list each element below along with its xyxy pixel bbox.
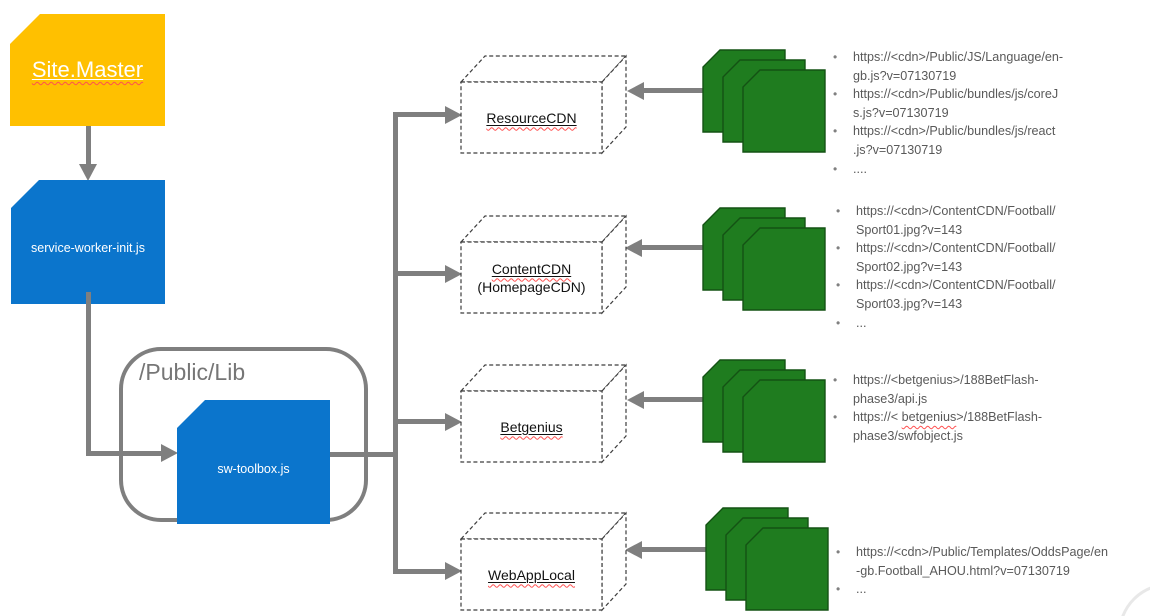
url-text: ... [856,582,867,597]
bullet-icon: • [833,373,838,387]
arrowhead-cache-resourcecdn [627,82,644,100]
site-master-label: Site.Master [31,57,144,82]
arrowhead-into-toolbox [161,444,178,462]
cache-file-card [742,227,826,311]
service-worker-init-label: service-worker-init.js [31,241,145,255]
url-list-item: • https://<cdn>/ContentCDN/Football/Sport… [836,202,1116,239]
connector-site-to-sw [86,126,91,166]
connector-cache-resourcecdn [643,88,716,93]
bullet-icon: • [836,241,841,256]
webapplocal-label: WebAppLocal [488,566,575,583]
url-list-item: • https://< betgenius>/188BetFlash-phase3… [833,408,1113,445]
connector-cache-webapplocal [641,547,716,552]
url-list-item: • https://<cdn>/Public/JS/Language/en-gb.… [833,48,1113,85]
service-worker-init-card: service-worker-init.js [11,180,165,304]
bullet-icon: • [836,582,841,597]
bullet-icon: • [833,87,838,102]
connector-branch-webapplocal [395,569,447,574]
connector-branch-contentcdn [395,271,447,276]
bullet-icon: • [833,124,838,139]
cache-file-card [742,379,826,463]
bullet-icon: • [833,50,838,64]
cache-stack-betgenius [702,359,826,463]
url-list-item: •... [836,314,1116,333]
connector-toolbox-out [330,452,396,457]
arrowhead-webapplocal [445,562,462,580]
cube-front-face [460,538,603,611]
contentcdn-box [460,214,628,315]
cube-front-face [460,81,603,154]
cube-top-face [460,215,628,243]
url-text: https://<betgenius>/188BetFlash-phase3/a… [853,373,1039,406]
arrowhead-cache-contentcdn [625,239,642,257]
url-text: https://<cdn>/Public/JS/Language/en-gb.j… [853,50,1064,83]
contentcdn-url-list: • https://<cdn>/ContentCDN/Football/Sport… [836,202,1116,332]
site-master-card: Site.Master [10,14,165,126]
url-text: ... [856,315,867,330]
cache-file-card [745,527,829,611]
url-text: https://<cdn>/ContentCDN/Football/Sport0… [856,241,1056,274]
connector-sw-right [86,451,162,456]
cube-top-face [460,55,628,83]
arrowhead-betgenius [445,413,462,431]
connector-cache-contentcdn [641,245,716,250]
cube-top-face [460,364,628,392]
betgenius-url-list: • https://<betgenius>/188BetFlash-phase3/… [833,371,1113,445]
public-lib-label: /Public/Lib [139,359,246,385]
resourcecdn-url-list: • https://<cdn>/Public/JS/Language/en-gb.… [833,48,1113,178]
bullet-icon: • [836,545,841,559]
misspelled-word: betgenius [901,410,957,425]
connector-spine [393,112,398,574]
connector-branch-resourcecdn [395,112,447,117]
url-text: https://<cdn>/ContentCDN/Football/Sport0… [856,278,1056,311]
cache-stack-resourcecdn [702,49,826,153]
arrowhead-site-to-sw [79,164,97,181]
bullet-icon: • [836,278,841,293]
sw-toolbox-card: sw-toolbox.js [177,400,330,524]
sw-toolbox-label: sw-toolbox.js [217,462,290,476]
webapplocal-url-list: • https://<cdn>/Public/Templates/OddsPage… [836,543,1150,599]
resourcecdn-box [460,54,628,155]
contentcdn-label: ContentCDN (HomepageCDN) [477,260,586,295]
url-text: https://< betgenius>/188BetFlash-phase3/… [853,410,1043,443]
connector-sw-down [86,292,91,456]
url-list-item: • https://<cdn>/Public/Templates/OddsPage… [836,543,1150,580]
url-list-item: •... [836,580,1150,599]
url-list-item: • https://<cdn>/Public/bundles/js/react.j… [833,122,1113,159]
cube-front-face [460,241,603,314]
cube-top-face [460,512,628,540]
bullet-icon: • [836,315,841,330]
webapplocal-box [460,511,628,612]
url-text: .... [853,161,867,176]
bullet-icon: • [836,204,841,218]
url-list-item: • https://<cdn>/ContentCDN/Football/Sport… [836,276,1116,313]
cache-stack-contentcdn [702,207,826,311]
betgenius-box [460,363,628,464]
url-list-item: • https://<betgenius>/188BetFlash-phase3/… [833,371,1113,408]
arrowhead-contentcdn [445,265,462,283]
arrowhead-resourcecdn [445,106,462,124]
url-text: https://<cdn>/ContentCDN/Football/Sport0… [856,204,1056,237]
arrowhead-cache-webapplocal [625,541,642,559]
bullet-icon: • [833,161,838,176]
connector-cache-betgenius [643,397,716,402]
url-text: https://<cdn>/Public/Templates/OddsPage/… [856,545,1109,578]
resourcecdn-label: ResourceCDN [486,109,577,126]
url-list-item: • https://<cdn>/ContentCDN/Football/Sport… [836,239,1116,276]
betgenius-label: Betgenius [500,418,563,435]
bullet-icon: • [833,410,838,425]
connector-branch-betgenius [395,419,447,424]
cache-file-card [742,69,826,153]
cube-front-face [460,390,603,463]
url-list-item: •.... [833,160,1113,179]
cache-stack-webapplocal [705,507,829,611]
arrowhead-cache-betgenius [627,391,644,409]
url-text: https://<cdn>/Public/bundles/js/react.js… [853,124,1056,157]
